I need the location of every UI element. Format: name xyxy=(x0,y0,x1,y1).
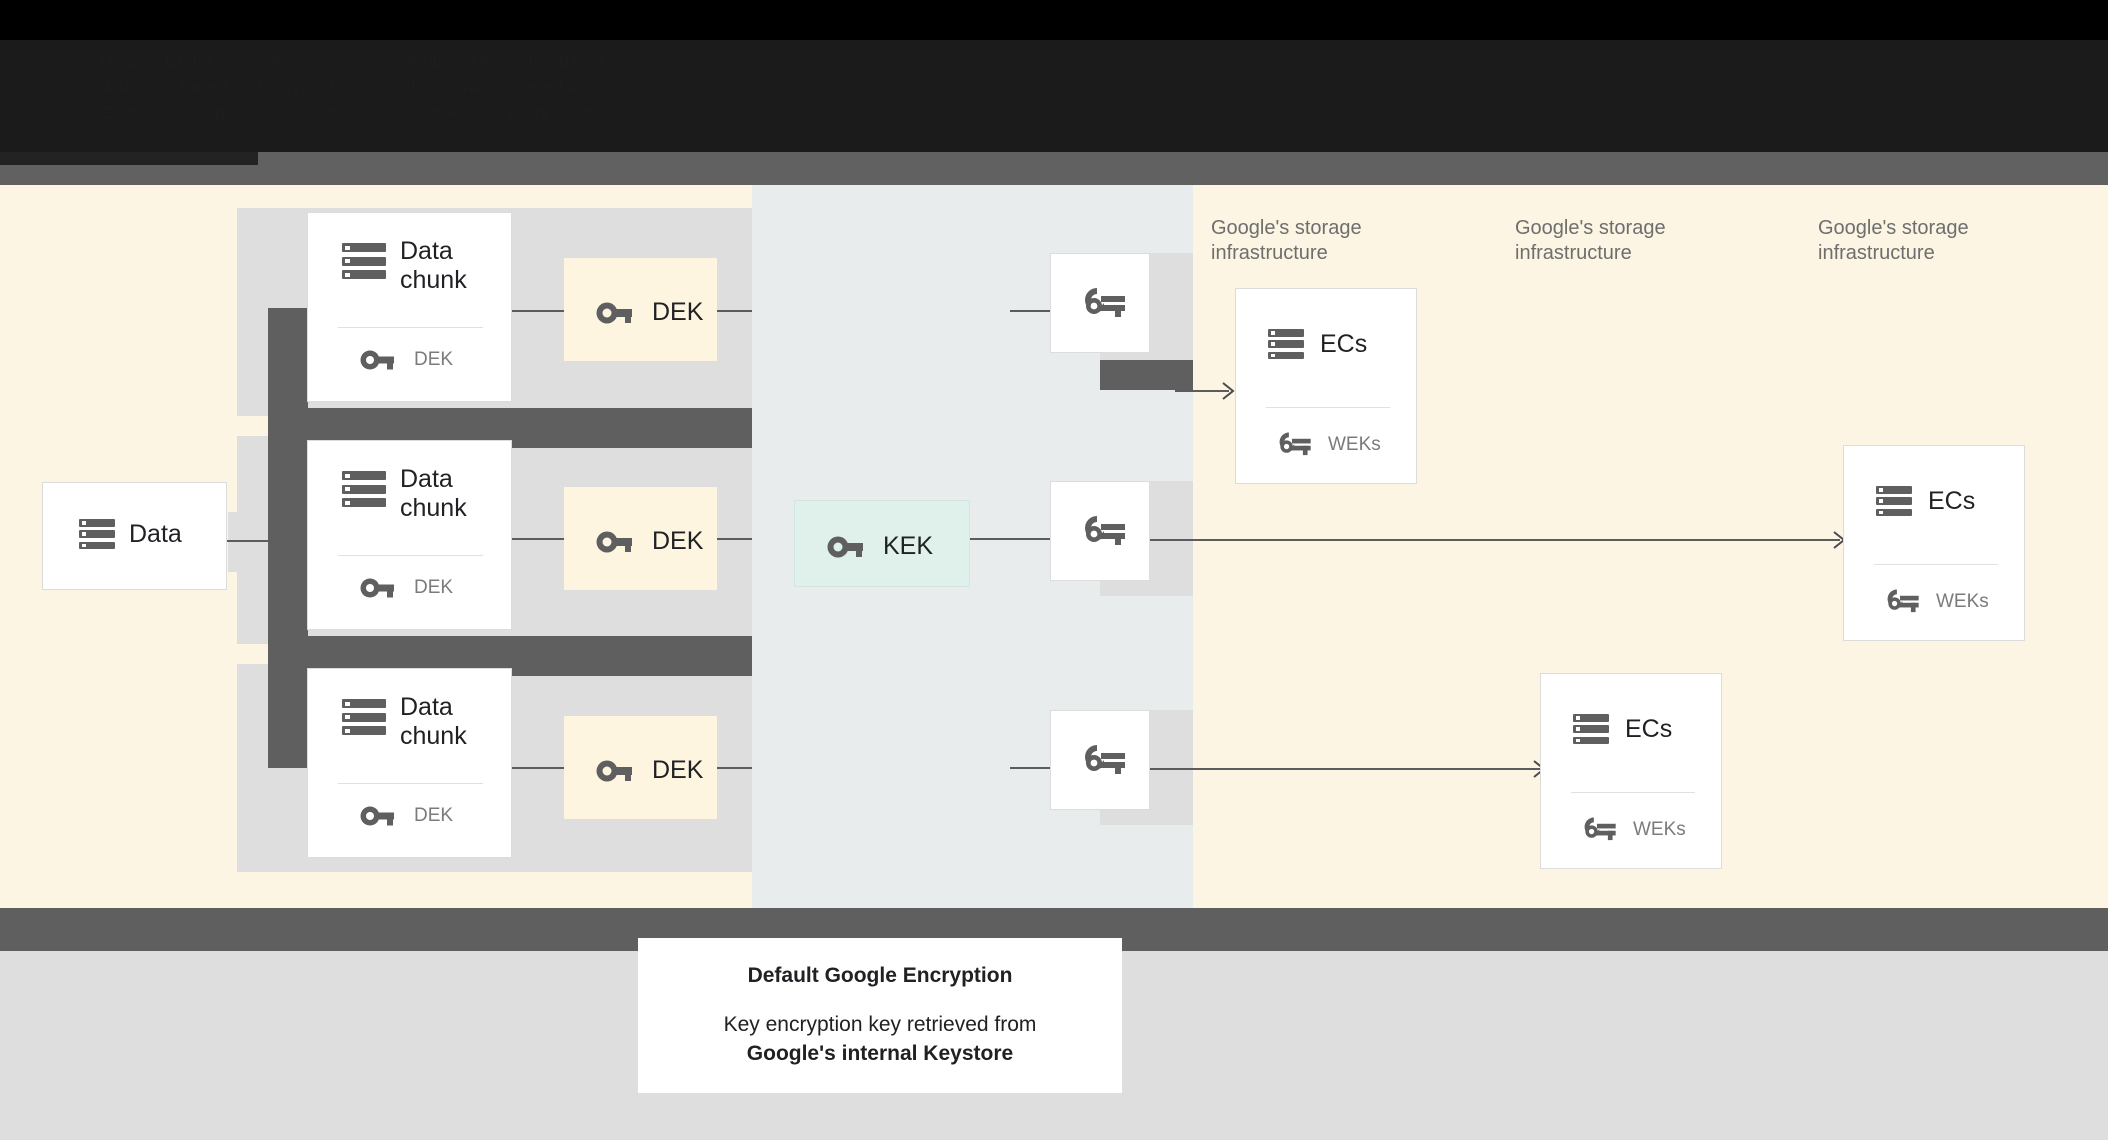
key-icon xyxy=(360,806,394,826)
server-icon xyxy=(1268,329,1304,359)
header-dim-overlay xyxy=(0,40,2108,152)
server-icon xyxy=(342,243,386,279)
card-divider xyxy=(338,783,483,784)
caption-body-bold: Google's internal Keystore xyxy=(746,1041,1014,1065)
line-chunk2-to-dek2 xyxy=(512,538,564,540)
wrapped-key-card-3[interactable] xyxy=(1050,710,1150,810)
card-divider xyxy=(1571,792,1695,793)
server-icon xyxy=(1573,714,1609,744)
server-icon xyxy=(342,699,386,735)
ecs-title-1: ECs xyxy=(1320,329,1368,358)
key-icon xyxy=(360,578,394,598)
ecs-title-2: ECs xyxy=(1928,486,1976,515)
wrapped-key-icon xyxy=(1085,516,1125,545)
chunk-key-label-1: DEK xyxy=(414,349,454,370)
caption-body: Key encryption key retrieved from Google… xyxy=(724,1010,1037,1068)
wrapped-key-icon xyxy=(1279,432,1311,456)
wrapped-key-icon xyxy=(1085,745,1125,774)
storage-label-1: Google's storage infrastructure xyxy=(1211,217,1362,264)
line-dek3-to-wek3 xyxy=(717,767,752,769)
dek-box-2[interactable]: DEK xyxy=(564,487,717,590)
storage-label-3: Google's storage infrastructure xyxy=(1818,217,1969,264)
server-icon xyxy=(79,519,115,549)
server-icon xyxy=(342,471,386,507)
chunk-key-label-3: DEK xyxy=(414,805,454,826)
wrapped-key-icon xyxy=(1887,589,1919,613)
ecs-key-label-3: WEKs xyxy=(1633,819,1686,840)
data-source-label: Data xyxy=(129,519,182,548)
wrapped-key-icon xyxy=(1085,288,1125,317)
arrowhead-top-icon xyxy=(1222,382,1235,400)
split-connector-vertical xyxy=(268,308,308,768)
card-divider xyxy=(338,327,483,328)
line-dek1-to-wek1 xyxy=(717,310,752,312)
caption-body-prefix: Key encryption key retrieved from xyxy=(723,1012,1037,1036)
key-icon xyxy=(360,350,394,370)
ecs-card-3[interactable]: ECs WEKs xyxy=(1540,673,1722,869)
line-data-to-split xyxy=(227,540,272,542)
card-divider xyxy=(1874,564,1998,565)
wrapped-key-card-1[interactable] xyxy=(1050,253,1150,353)
data-source-card[interactable]: Data xyxy=(42,482,227,590)
dek-label-1: DEK xyxy=(652,298,704,326)
card-divider xyxy=(1266,407,1390,408)
dek-box-1[interactable]: DEK xyxy=(564,258,717,361)
line-dek2-to-kek xyxy=(717,538,752,540)
key-icon xyxy=(596,760,632,781)
card-divider xyxy=(338,555,483,556)
line-to-wek1 xyxy=(1010,310,1050,312)
caption-card: Default Google Encryption Key encryption… xyxy=(638,938,1122,1093)
line-chunk3-to-dek3 xyxy=(512,767,564,769)
line-kek-to-wek2 xyxy=(970,538,1050,540)
server-icon xyxy=(1876,486,1912,516)
dek-label-2: DEK xyxy=(652,527,704,555)
ecs-card-2[interactable]: ECs WEKs xyxy=(1843,445,2025,641)
chunk-key-label-2: DEK xyxy=(414,577,454,598)
line-chunk1-to-dek1 xyxy=(512,310,564,312)
ecs-title-3: ECs xyxy=(1625,714,1673,743)
dek-label-3: DEK xyxy=(652,756,704,784)
ecs-key-label-1: WEKs xyxy=(1328,434,1381,455)
storage-label-2: Google's storage infrastructure xyxy=(1515,217,1666,264)
ecs-key-label-2: WEKs xyxy=(1936,591,1989,612)
ecs-card-1[interactable]: ECs WEKs xyxy=(1235,288,1417,484)
key-icon xyxy=(596,302,632,323)
arrow-line-middle xyxy=(1150,539,1840,541)
toolbar-gray-band xyxy=(0,152,2108,185)
wrapped-key-icon xyxy=(1584,817,1616,841)
key-icon xyxy=(596,531,632,552)
caption-title: Default Google Encryption xyxy=(747,963,1013,987)
wek1-dark-stub xyxy=(1100,360,1193,390)
dek-box-3[interactable]: DEK xyxy=(564,716,717,819)
line-to-wek3 xyxy=(1010,767,1050,769)
toolbar-dark-notch xyxy=(0,152,258,165)
kek-box[interactable]: KEK xyxy=(794,500,970,587)
kek-label: KEK xyxy=(883,532,934,560)
key-icon xyxy=(827,536,863,557)
arrow-line-top xyxy=(1175,390,1229,392)
wrapped-key-card-2[interactable] xyxy=(1050,481,1150,581)
arrow-line-bottom xyxy=(1150,768,1540,770)
